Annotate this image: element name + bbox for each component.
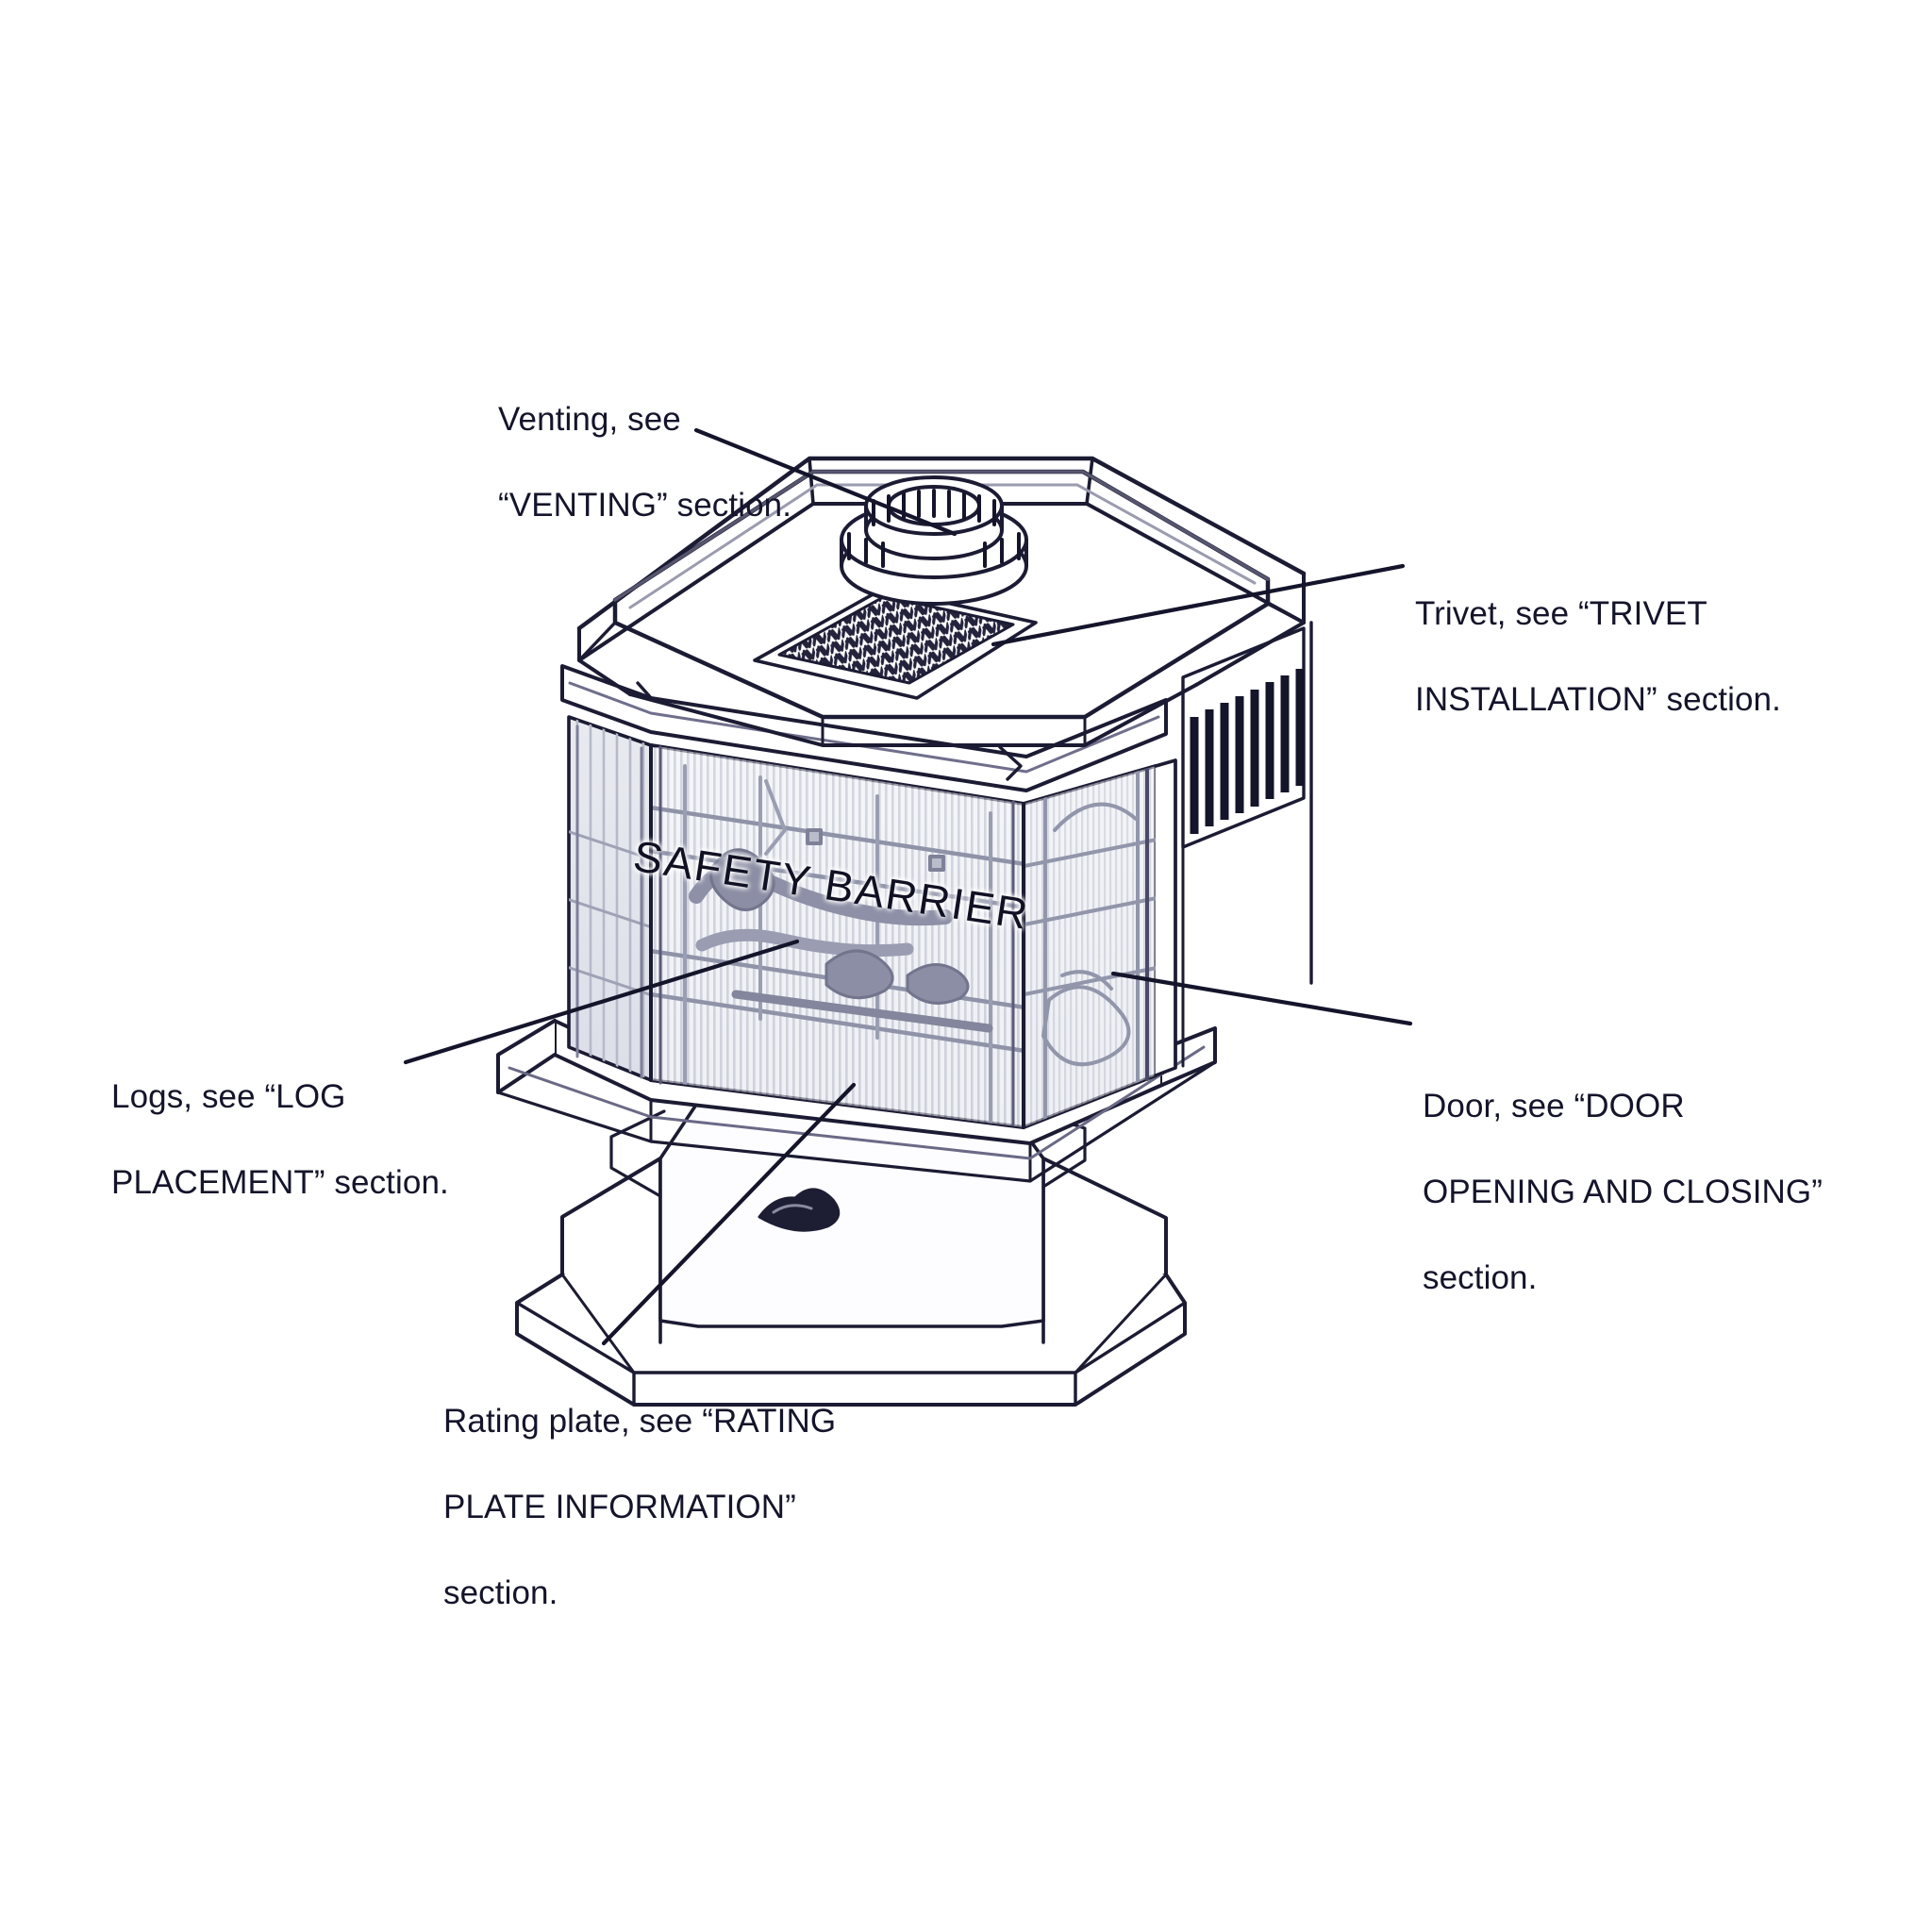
callout-rating-line1: Rating plate, see “RATING [443, 1402, 837, 1440]
callout-venting: Venting, see “VENTING” section. [498, 355, 791, 570]
leader-door [1110, 971, 1413, 1026]
callout-door-line3: section. [1423, 1258, 1538, 1296]
callout-rating-line2: PLATE INFORMATION” [443, 1488, 796, 1525]
callout-door: Door, see “DOOR OPENING AND CLOSING” sec… [1423, 1041, 1823, 1342]
side-louvers [1174, 621, 1313, 1070]
callout-door-line1: Door, see “DOOR [1423, 1087, 1685, 1124]
callout-rating-line3: section. [443, 1574, 558, 1611]
callout-venting-line2: “VENTING” section. [498, 486, 792, 524]
callout-venting-line1: Venting, see [498, 400, 681, 438]
glass-door [1022, 758, 1177, 1129]
leader-trivet [991, 563, 1406, 647]
leader-logs [403, 939, 800, 1065]
callout-door-line2: OPENING AND CLOSING” [1423, 1173, 1824, 1210]
log-set [689, 848, 993, 1033]
callout-logs: Logs, see “LOG PLACEMENT” section. [111, 1032, 449, 1247]
callout-trivet: Trivet, see “TRIVET INSTALLATION” sectio… [1415, 549, 1781, 764]
glass-panel-left [567, 715, 653, 1082]
callout-logs-line2: PLACEMENT” section. [111, 1163, 449, 1201]
flue-collar [840, 475, 1028, 606]
leader-venting [693, 427, 958, 537]
leader-rating-plate [601, 1082, 857, 1346]
pedestal-base [515, 1100, 1187, 1407]
callout-rating-plate: Rating plate, see “RATING PLATE INFORMAT… [443, 1357, 836, 1657]
rating-plate-tag [758, 1188, 841, 1232]
callout-trivet-line2: INSTALLATION” section. [1415, 680, 1781, 718]
callout-trivet-line1: Trivet, see “TRIVET [1415, 594, 1707, 632]
callout-logs-line1: Logs, see “LOG [111, 1077, 346, 1115]
trivet-panel [753, 587, 1038, 700]
safety-barrier-screen [649, 743, 1025, 1129]
leader-lines [403, 427, 1413, 1346]
